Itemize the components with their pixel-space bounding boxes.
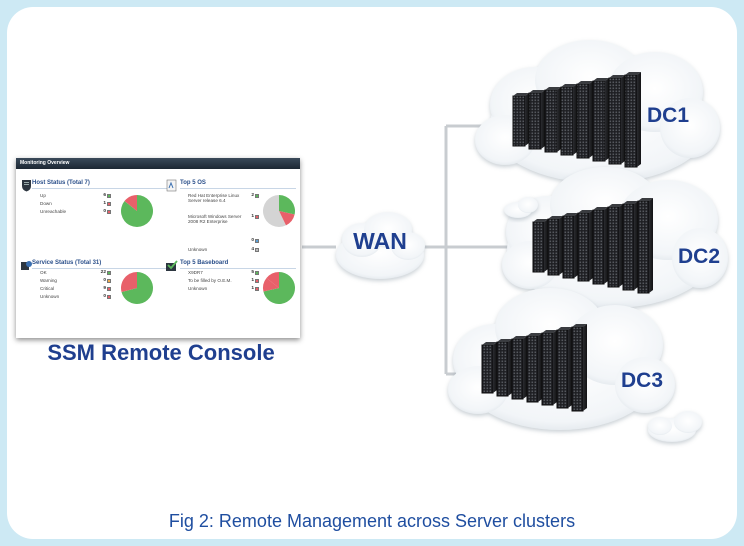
status-row-label: Up [40, 193, 46, 198]
figure-caption: Fig 2: Remote Management across Server c… [168, 511, 576, 531]
status-row-count: 6 [103, 193, 106, 198]
service-gear-icon [21, 261, 32, 270]
status-row-label: X9DR7 [188, 270, 203, 275]
status-row-count: 0 [103, 209, 106, 214]
status-row-count: 1 [251, 214, 254, 219]
status-color-swatch [255, 215, 259, 219]
dc1-server-racks [512, 72, 641, 168]
pie-slice [263, 278, 279, 292]
service-status-pie [121, 272, 153, 304]
status-color-swatch [255, 279, 259, 283]
host-status-pie [121, 195, 153, 227]
status-row-count: 0 [103, 278, 106, 283]
status-row-count: 1 [251, 286, 254, 291]
pie-slice [124, 195, 137, 211]
console-screenshot: Monitoring Overview Host Status (Total 7… [16, 158, 300, 338]
status-color-swatch [107, 210, 111, 214]
status-row-label: Microsoft Windows Server 2008 R2 Enterpr… [188, 214, 242, 225]
status-row-label: Down [40, 201, 52, 206]
status-row-count: 4 [251, 247, 254, 252]
status-row-label: Unknown [40, 294, 60, 299]
status-color-swatch [107, 271, 111, 275]
small-cloud [504, 197, 538, 218]
pie-slice [121, 272, 137, 293]
top-os-title: Top 5 OS [180, 180, 206, 186]
status-row-count: 0 [103, 294, 106, 299]
server-shield-icon [22, 180, 31, 192]
top-baseboard-title: Top 5 Baseboard [180, 260, 229, 266]
status-row-label: To be filled by O.E.M. [188, 278, 232, 283]
baseboard-check-icon [166, 260, 178, 271]
status-row-count: 1 [251, 278, 254, 283]
status-color-swatch [255, 287, 259, 291]
top-os-pie [263, 195, 295, 227]
status-row-count: 1 [103, 201, 106, 206]
dc1-label: DC1 [647, 104, 690, 127]
status-row-label: OK [40, 270, 47, 275]
host-status-title: Host Status (Total 7) [32, 180, 90, 186]
dc3-label: DC3 [621, 369, 664, 392]
service-status-title: Service Status (Total 31) [32, 260, 102, 266]
status-color-swatch [255, 271, 259, 275]
status-color-swatch [107, 194, 111, 198]
wan-label: WAN [353, 228, 407, 254]
status-color-swatch [255, 248, 259, 252]
status-color-swatch [255, 239, 259, 243]
status-color-swatch [255, 194, 259, 198]
dc2-label: DC2 [678, 245, 721, 268]
status-row-label: Red Hat Enterprise Linux Server release … [188, 193, 240, 204]
status-color-swatch [107, 279, 111, 283]
status-color-swatch [107, 295, 111, 299]
status-color-swatch [107, 202, 111, 206]
status-color-swatch [107, 287, 111, 291]
wan-cloud [336, 212, 425, 279]
status-row-label: Unreachable [40, 209, 67, 214]
console-header: Monitoring Overview [16, 158, 300, 169]
status-row-count: 9 [103, 286, 106, 291]
pie-slice [266, 272, 279, 288]
pie-slice [279, 195, 295, 215]
dc2-server-racks [532, 198, 653, 294]
status-row-label: Critical [40, 286, 55, 291]
status-row-label: Unknown [188, 286, 208, 291]
console-title: SSM Remote Console [47, 340, 275, 365]
status-row-label: Warning [40, 278, 57, 283]
status-row-count: 22 [100, 270, 106, 275]
pie-slice [121, 272, 153, 304]
status-row-label: Unknown [188, 247, 208, 252]
status-row-count: 0 [251, 238, 254, 243]
status-row-count: 5 [251, 270, 254, 275]
top-baseboard-pie [263, 272, 295, 304]
os-document-icon [166, 179, 177, 192]
status-row-count: 2 [251, 193, 254, 198]
pie-slice [279, 211, 295, 226]
pie-slice [263, 195, 286, 227]
pie-slice [263, 272, 295, 304]
small-cloud [648, 411, 702, 442]
dc3-server-racks [481, 324, 587, 412]
